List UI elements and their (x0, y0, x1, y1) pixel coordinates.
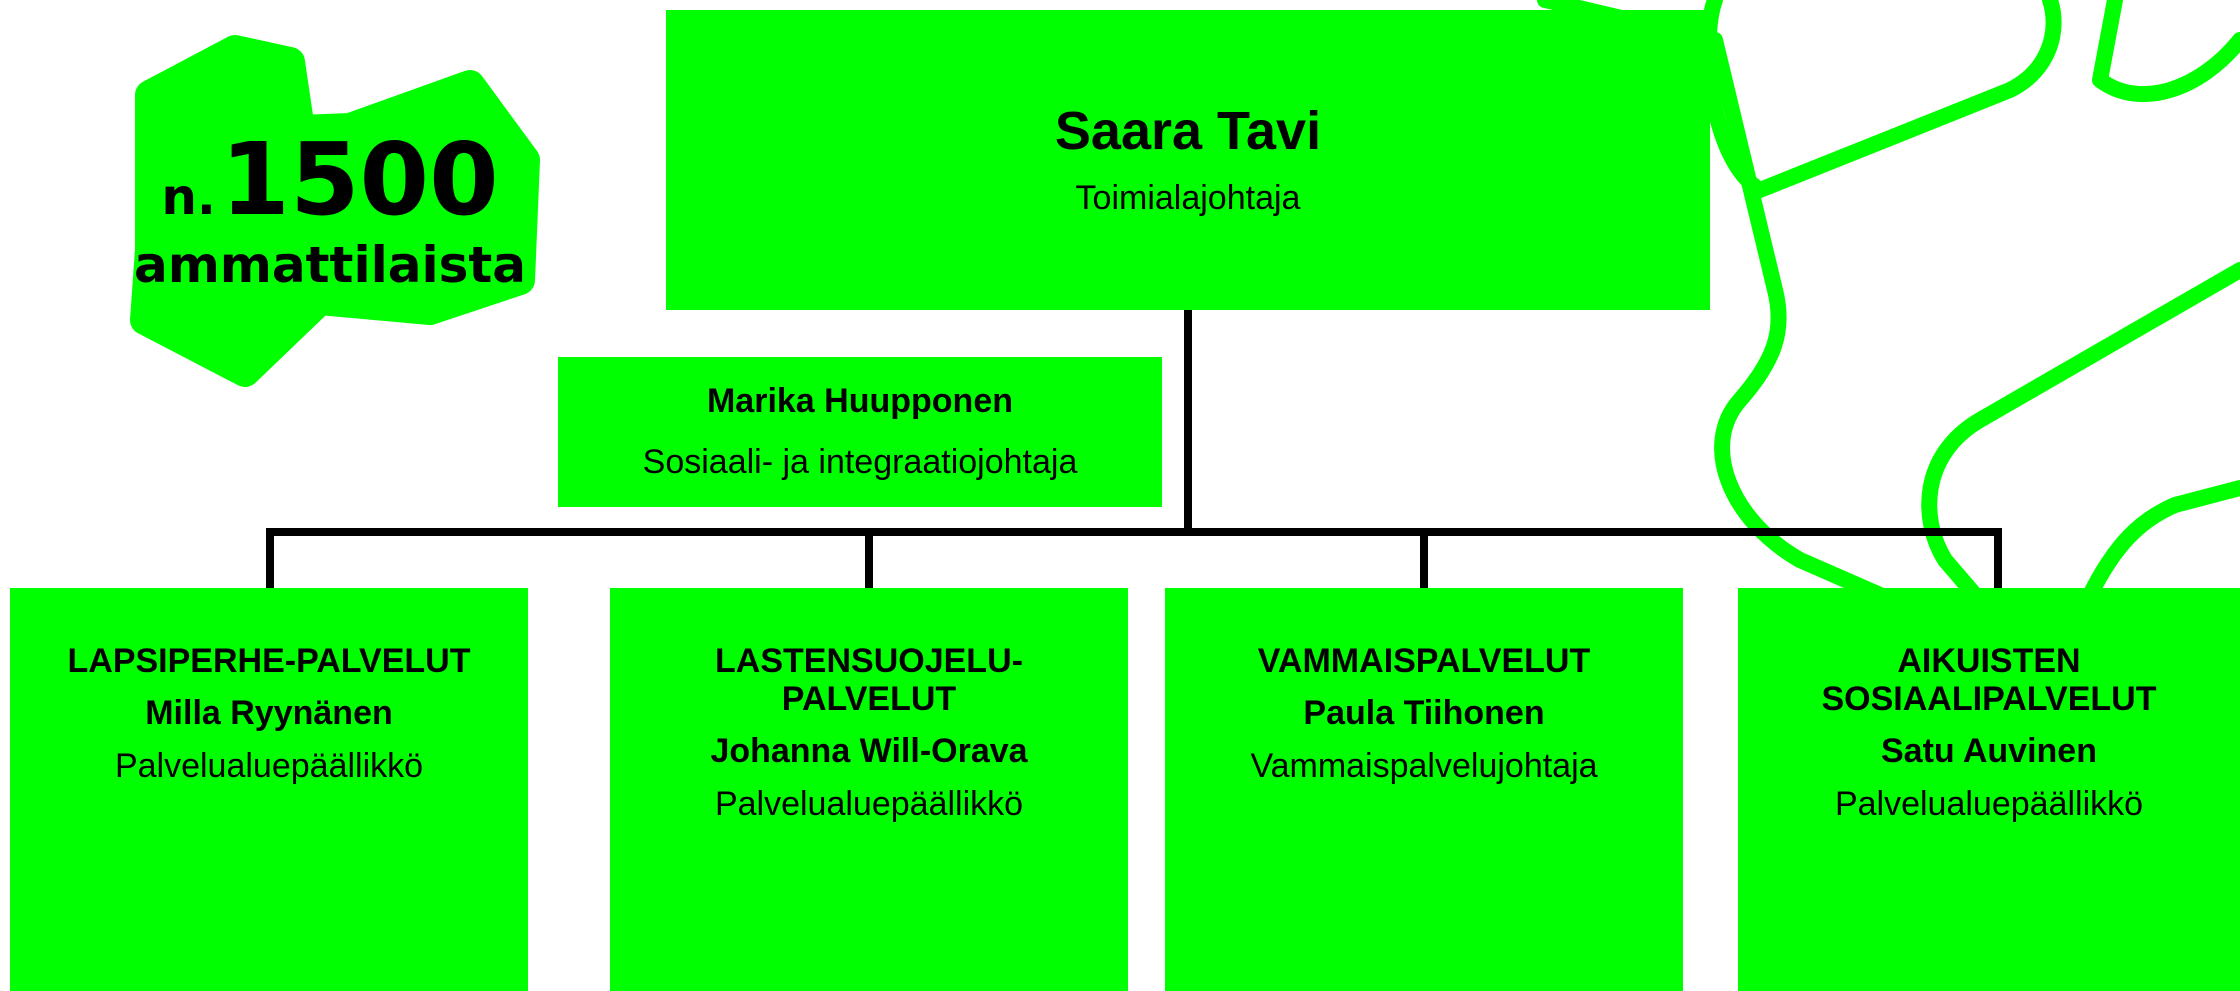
deputy-box: Marika Huupponen Sosiaali- ja integraati… (558, 357, 1162, 507)
headcount-prefix: n. (161, 168, 216, 226)
unit-area-label: LAPSIPERHE-PALVELUT (67, 642, 471, 680)
green-outline-stroke-3 (2092, 0, 2240, 102)
green-outline-stroke-4 (1921, 262, 2240, 603)
director-name: Saara Tavi (1054, 100, 1322, 161)
unit-manager-name: Milla Ryynänen (145, 694, 393, 732)
director-box: Saara Tavi Toimialajohtaja (666, 10, 1710, 310)
deputy-title: Sosiaali- ja integraatiojohtaja (642, 443, 1078, 481)
unit-manager-name: Paula Tiihonen (1303, 694, 1545, 732)
unit-box-lapsiperhe: LAPSIPERHE-PALVELUT Milla Ryynänen Palve… (10, 588, 528, 991)
unit-manager-role: Palvelualuepäällikkö (1834, 785, 2144, 823)
green-outline-stroke-2 (1700, 0, 2062, 198)
headcount-number: 1500 (220, 121, 499, 238)
unit-area-label: VAMMAISPALVELUT (1257, 642, 1591, 680)
unit-area-label: LASTENSUOJELU-PALVELUT (715, 642, 1023, 718)
deputy-name: Marika Huupponen (706, 382, 1014, 420)
headcount-badge: n. 1500 ammattilaista (100, 130, 560, 295)
unit-manager-name: Satu Auvinen (1881, 732, 2097, 770)
green-outline-stroke-1 (1537, 0, 1888, 603)
green-outline-stroke-5 (2082, 480, 2240, 603)
unit-box-aikuisten: AIKUISTEN SOSIAALIPALVELUT Satu Auvinen … (1738, 588, 2240, 991)
director-title: Toimialajohtaja (1075, 179, 1301, 218)
unit-box-vammais: VAMMAISPALVELUT Paula Tiihonen Vammaispa… (1165, 588, 1683, 991)
unit-manager-role: Palvelualuepäällikkö (714, 785, 1024, 823)
unit-manager-name: Johanna Will-Orava (710, 732, 1028, 770)
unit-manager-role: Palvelualuepäällikkö (114, 747, 424, 785)
unit-area-label: AIKUISTEN SOSIAALIPALVELUT (1821, 642, 2157, 718)
unit-box-lastensuojelu: LASTENSUOJELU-PALVELUT Johanna Will-Orav… (610, 588, 1128, 991)
headcount-label: ammattilaista (133, 236, 527, 294)
green-blob-shape (130, 35, 540, 387)
unit-manager-role: Vammaispalvelujohtaja (1250, 747, 1598, 785)
